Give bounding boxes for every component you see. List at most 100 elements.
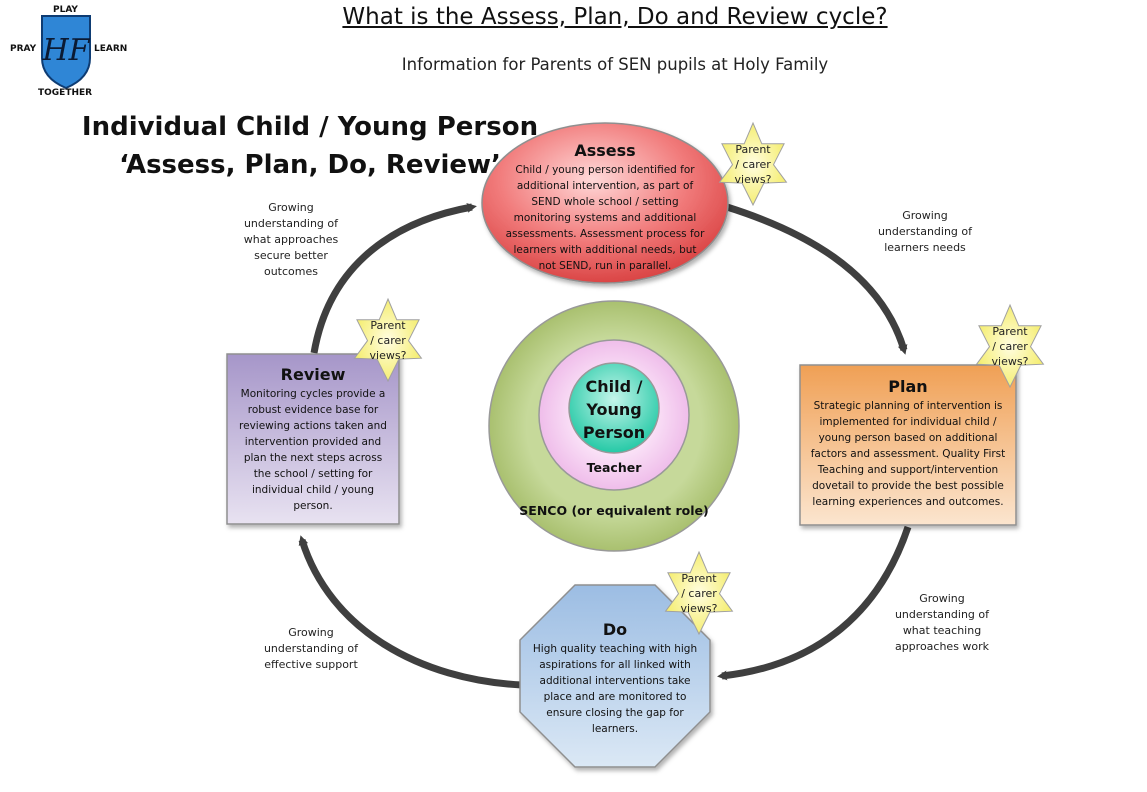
- note-assess-to-plan: Growing understanding of learners needs: [860, 208, 990, 256]
- note-line: approaches work: [894, 640, 990, 653]
- review-body: Monitoring cycles provide a robust evide…: [229, 386, 397, 514]
- arrow-plan-to-do: [717, 525, 912, 681]
- logo-monogram: HF: [42, 33, 91, 68]
- plan-node: [799, 364, 1017, 526]
- star-line: / carer: [992, 340, 1028, 353]
- logo-top-text: PLAY: [53, 5, 78, 15]
- review-line: the school / setting for: [253, 468, 373, 480]
- child-core: [568, 362, 660, 454]
- diagram-title: Individual Child / Young Person ‘Assess,…: [60, 108, 560, 184]
- review-node: [226, 353, 400, 525]
- teacher-label: Teacher: [586, 460, 642, 475]
- note-line: outcomes: [263, 265, 318, 278]
- star-label-assess: Parent / carer views?: [718, 142, 788, 187]
- note-line: understanding of: [263, 642, 359, 655]
- document-title: What is the Assess, Plan, Do and Review …: [342, 4, 888, 30]
- review-text: Review Monitoring cycles provide a robus…: [229, 365, 397, 514]
- arrow-assess-to-plan: [725, 203, 908, 355]
- assess-line: Child / young person identified for: [515, 164, 695, 176]
- child-label-line: Child /: [585, 377, 643, 396]
- plan-line: dovetail to provide the best possible: [812, 480, 1004, 492]
- do-line: aspirations for all linked with: [539, 659, 691, 671]
- star-line: Parent: [681, 572, 717, 585]
- note-line: Growing: [268, 201, 314, 214]
- note-line: understanding of: [894, 608, 990, 621]
- plan-text: Plan Strategic planning of intervention …: [802, 377, 1014, 510]
- star-line: Parent: [735, 143, 771, 156]
- note-line: secure better: [254, 249, 328, 262]
- note-plan-to-do: Growing understanding of what teaching a…: [877, 591, 1007, 655]
- star-line: views?: [734, 173, 772, 186]
- plan-line: Teaching and support/intervention: [817, 464, 999, 476]
- child-label: Child / Young Person: [569, 375, 659, 444]
- note-line: Growing: [919, 592, 965, 605]
- assess-line: monitoring systems and additional: [513, 212, 697, 224]
- parent-views-star-do: [664, 550, 734, 636]
- note-review-to-assess: Growing understanding of what approaches…: [226, 200, 356, 280]
- star-line: Parent: [992, 325, 1028, 338]
- star-label-do: Parent / carer views?: [664, 571, 734, 616]
- assess-line: learners with additional needs, but: [513, 244, 697, 256]
- note-line: effective support: [264, 658, 358, 671]
- senco-label: SENCO (or equivalent role): [519, 503, 709, 518]
- plan-line: learning experiences and outcomes.: [812, 496, 1004, 508]
- note-line: what approaches: [243, 233, 339, 246]
- do-body: High quality teaching with high aspirati…: [522, 641, 708, 737]
- parent-views-star-plan: [975, 303, 1045, 389]
- arrow-do-to-review: [298, 535, 523, 689]
- assess-line: additional intervention, as part of: [516, 180, 694, 192]
- do-line: learners.: [591, 723, 639, 735]
- assess-line: not SEND, run in parallel.: [538, 260, 672, 272]
- note-line: understanding of: [877, 225, 973, 238]
- child-label-line: Young: [586, 400, 642, 419]
- plan-line: factors and assessment. Quality First: [810, 448, 1006, 460]
- plan-title: Plan: [888, 377, 928, 396]
- note-line: understanding of: [243, 217, 339, 230]
- logo-shield: [41, 15, 91, 90]
- star-line: / carer: [735, 158, 771, 171]
- review-title: Review: [280, 365, 346, 384]
- star-line: Parent: [370, 319, 406, 332]
- logo-left-text: PRAY: [10, 44, 37, 54]
- assess-body: Child / young person identified for addi…: [495, 162, 715, 274]
- star-label-plan: Parent / carer views?: [975, 324, 1045, 369]
- review-line: intervention provided and: [244, 436, 382, 448]
- document-subtitle: Information for Parents of SEN pupils at…: [401, 55, 829, 74]
- plan-body: Strategic planning of intervention is im…: [802, 398, 1014, 510]
- star-line: / carer: [370, 334, 406, 347]
- review-line: robust evidence base for: [247, 404, 379, 416]
- do-line: ensure closing the gap for: [546, 707, 684, 719]
- note-line: Growing: [902, 209, 948, 222]
- logo-right-text: LEARN: [94, 44, 128, 54]
- review-line: individual child / young: [251, 484, 375, 496]
- arrow-review-to-assess: [310, 202, 477, 354]
- child-label-line: Person: [582, 423, 646, 442]
- note-line: Growing: [288, 626, 334, 639]
- review-line: Monitoring cycles provide a: [240, 388, 386, 400]
- review-line: person.: [293, 500, 333, 512]
- note-do-to-review: Growing understanding of effective suppo…: [246, 625, 376, 673]
- diagram-title-line1: Individual Child / Young Person: [81, 112, 539, 142]
- plan-line: young person based on additional: [818, 432, 998, 444]
- do-line: High quality teaching with high: [532, 643, 698, 655]
- logo-bottom-text: TOGETHER: [38, 88, 93, 98]
- assess-text: Assess Child / young person identified f…: [495, 141, 715, 274]
- star-line: views?: [369, 349, 407, 362]
- star-line: views?: [680, 602, 718, 615]
- assess-line: assessments. Assessment process for: [505, 228, 705, 240]
- do-line: place and are monitored to: [543, 691, 687, 703]
- assess-line: SEND whole school / setting: [531, 196, 679, 208]
- assess-title: Assess: [574, 141, 636, 160]
- plan-line: Strategic planning of intervention is: [813, 400, 1003, 412]
- parent-views-star-assess: [718, 121, 788, 207]
- plan-line: implemented for individual child /: [819, 416, 997, 428]
- do-line: additional interventions take: [539, 675, 691, 687]
- star-line: views?: [991, 355, 1029, 368]
- star-label-review: Parent / carer views?: [353, 318, 423, 363]
- review-line: reviewing actions taken and: [239, 420, 387, 432]
- diagram-title-line2: ‘Assess, Plan, Do, Review’: [119, 150, 501, 180]
- star-line: / carer: [681, 587, 717, 600]
- assess-node: [481, 122, 729, 284]
